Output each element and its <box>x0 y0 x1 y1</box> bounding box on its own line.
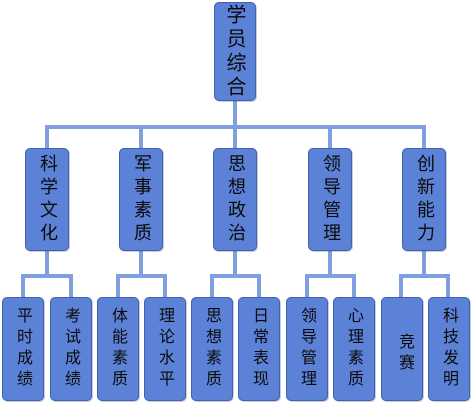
category-node-military-quality: 军事素质 <box>119 148 163 251</box>
leaf-node-daily-performance: 日常表现 <box>238 297 280 401</box>
leaf-node-regular-grades: 平时成绩 <box>2 297 44 401</box>
leaf-node-leadership-management: 领导管理 <box>286 297 328 401</box>
leaf-node-tech-invention: 科技发明 <box>428 297 470 401</box>
category-node-leadership-management: 领导管理 <box>308 148 352 251</box>
leaf-node-psychological-quality: 心理素质 <box>333 297 375 401</box>
leaf-node-physical-fitness: 体能素质 <box>97 297 139 401</box>
category-node-science-culture: 科学文化 <box>25 148 69 251</box>
leaf-node-theory-level: 理论水平 <box>144 297 186 401</box>
leaf-node-exam-grades: 考试成绩 <box>50 297 92 401</box>
leaf-node-ideological-quality: 思想素质 <box>191 297 233 401</box>
category-node-innovation-ability: 创新能力 <box>402 148 446 251</box>
category-node-ideology-politics: 思想政治 <box>213 148 257 251</box>
root-node: 学员综合 <box>214 2 256 101</box>
leaf-node-competition: 竞赛 <box>381 297 423 401</box>
